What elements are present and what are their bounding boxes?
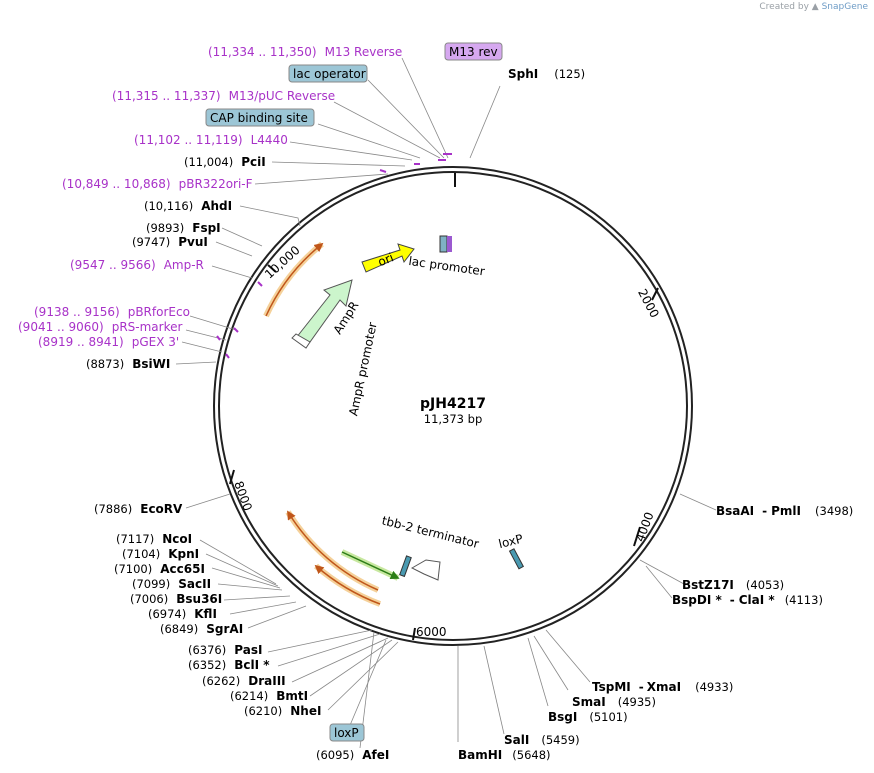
leader-lines (175, 57, 717, 749)
label-ncoi: (7117)NcoI (116, 532, 192, 546)
label-pasi: (6376)PasI (188, 643, 262, 657)
label-acc65i: (7100)Acc65I (114, 562, 205, 576)
label-m13-rev[interactable]: M13 rev (444, 42, 503, 61)
label-cap-binding-site[interactable]: CAP binding site (205, 108, 315, 127)
plasmid-backbone (213, 166, 693, 646)
label-pbrforeco: (9138 .. 9156)pBRforEco (34, 305, 190, 319)
label-bmti: (6214)BmtI (230, 689, 308, 703)
label-bamhi: BamHI(5648) (458, 748, 551, 762)
plasmid-name: pJH4217 (420, 396, 486, 412)
svg-text:CAP binding site: CAP binding site (210, 111, 308, 125)
snapgene-credit: Created by ▲ SnapGene (759, 2, 868, 12)
label-ahdi: (10,116)AhdI (144, 199, 232, 213)
label-amp-r: (9547 .. 9566)Amp-R (70, 258, 204, 272)
label-tspmi-xmai: TspMI-XmaI(4933) (592, 680, 733, 694)
feature-ori-label: ori (376, 250, 396, 269)
label-fspi: (9893)FspI (146, 221, 221, 235)
feature-ampr[interactable]: AmpR (295, 279, 361, 343)
feature-ampr-promoter-label: AmpR promoter (346, 321, 380, 417)
feature-tbb2-terminator[interactable]: tbb-2 terminator (380, 513, 480, 581)
label-kpni: (7104)KpnI (122, 547, 199, 561)
label-bsgi: BsgI(5101) (548, 710, 628, 724)
label-bsaai-pmli: BsaAI-PmlI(3498) (716, 504, 853, 518)
feature-loxp[interactable]: loxP (497, 532, 524, 570)
feature-loxp-label: loxP (497, 532, 524, 552)
label-loxp-box[interactable]: loxP (329, 723, 365, 742)
label-kfli: (6974)KflI (148, 607, 217, 621)
label-pgex3: (8919 .. 8941)pGEX 3' (38, 335, 179, 349)
credit-brand: SnapGene (821, 2, 868, 12)
plasmid-size: 11,373 bp (424, 412, 483, 426)
feature-lac-promoter-label: lac promoter (408, 254, 486, 279)
label-prs-marker: (9041 .. 9060)pRS-marker (18, 320, 182, 334)
svg-text:loxP: loxP (334, 726, 359, 740)
label-bstz17i: BstZ17I(4053) (682, 578, 784, 592)
site-marks (216, 153, 452, 359)
label-smai: SmaI(4935) (572, 695, 656, 709)
label-sgrai: (6849)SgrAI (160, 622, 243, 636)
label-sphi: SphI(125) (508, 67, 585, 81)
label-draiii: (6262)DraIII (202, 674, 286, 688)
snapgene-logo-icon: ▲ (811, 2, 819, 12)
label-pvui: (9747)PvuI (132, 235, 208, 249)
label-pbr322ori-f: (10,849 .. 10,868)pBR322ori-F (62, 177, 253, 191)
feature-ori[interactable]: ori (361, 243, 415, 273)
tick-label-6000: 6000 (416, 625, 447, 639)
credit-text: Created by (759, 2, 809, 12)
tick-marks (229, 173, 659, 641)
label-bsiwi: (8873)BsiWI (86, 357, 170, 371)
label-bcli: (6352)BclI * (188, 658, 270, 672)
tick-label-8000: 8000 (231, 479, 255, 512)
label-pcii: (11,004)PciI (184, 155, 266, 169)
label-m13-puc-reverse: (11,315 .. 11,337)M13/pUC Reverse (112, 89, 335, 103)
label-l4440: (11,102 .. 11,119)L4440 (134, 133, 288, 147)
label-sacii: (7099)SacII (132, 577, 211, 591)
label-ecorv: (7886)EcoRV (94, 502, 183, 516)
svg-text:lac operator: lac operator (293, 67, 366, 81)
label-lac-operator[interactable]: lac operator (288, 64, 368, 83)
label-bspdi-clai: BspDI *-ClaI *(4113) (672, 593, 823, 607)
feature-tbb2-label: tbb-2 terminator (380, 513, 480, 551)
label-m13-reverse: (11,334 .. 11,350)M13 Reverse (208, 45, 402, 59)
label-nhei: (6210)NheI (244, 704, 321, 718)
svg-text:M13 rev: M13 rev (449, 45, 498, 59)
feature-lac-promoter[interactable]: lac promoter (408, 235, 486, 279)
label-sali: SalI(5459) (504, 733, 580, 747)
orf-arrows (263, 241, 400, 607)
label-afei: (6095)AfeI (316, 748, 389, 762)
label-bsu36i: (7006)Bsu36I (130, 592, 222, 606)
